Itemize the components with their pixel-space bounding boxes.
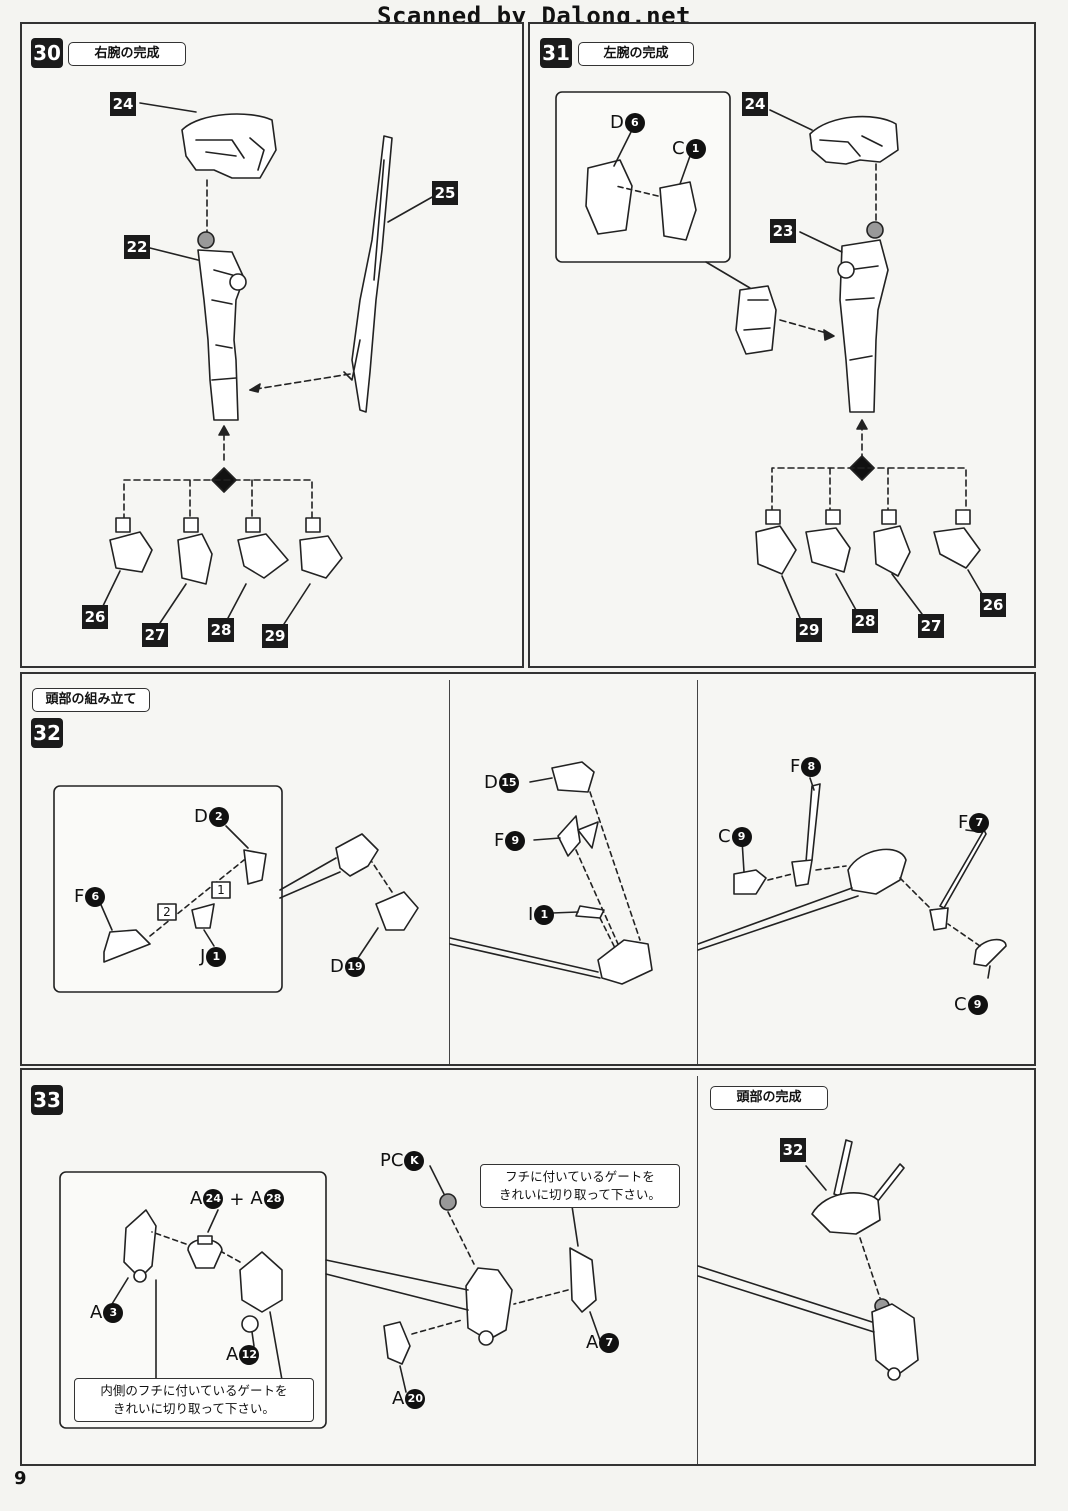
shoulder-armor-part <box>181 113 277 179</box>
part-number-badge: K <box>404 1151 425 1171</box>
part-25-label: 25 <box>432 181 458 205</box>
order-1-label: 1 <box>217 883 225 897</box>
part-23-label: 23 <box>770 219 796 243</box>
panel-divider <box>697 680 698 1064</box>
gate-trim-note: フチに付いているゲートを きれいに切り取って下さい。 <box>480 1164 680 1208</box>
hand-parts <box>109 517 343 585</box>
part-number-badge: 7 <box>969 813 990 833</box>
arm-part <box>837 239 889 413</box>
part-29-label: 29 <box>796 618 822 642</box>
step-32-number: 32 <box>31 718 63 748</box>
joint-ball <box>439 1193 457 1211</box>
armor-plate-part <box>735 285 777 355</box>
part-24-label: 24 <box>742 92 768 116</box>
part-number-badge: 28 <box>263 1189 284 1209</box>
part-28-label: 28 <box>208 618 234 642</box>
part-26-label: 26 <box>82 605 108 629</box>
step-31-title: 左腕の完成 <box>578 42 694 66</box>
part-32-label: 32 <box>780 1138 806 1162</box>
part-number-badge: 12 <box>239 1345 260 1365</box>
joint-ball <box>197 231 215 249</box>
step-32-title: 頭部の組み立て <box>32 688 150 712</box>
page-number: 9 <box>14 1468 27 1489</box>
part-number-badge: 1 <box>534 905 555 925</box>
part-number-badge: 6 <box>624 113 645 133</box>
step-31-number: 31 <box>540 38 572 68</box>
part-number-badge: 1 <box>685 139 706 159</box>
part-22-label: 22 <box>124 235 150 259</box>
part-27-label: 27 <box>142 623 168 647</box>
part-number-badge: 24 <box>203 1189 224 1209</box>
sword-part <box>343 135 393 413</box>
part-number-badge: 2 <box>208 807 229 827</box>
part-number-badge: 3 <box>103 1303 124 1323</box>
part-24-label: 24 <box>110 92 136 116</box>
part-number-badge: 20 <box>405 1389 426 1409</box>
part-27-label: 27 <box>918 614 944 638</box>
part-number-badge: 19 <box>344 957 365 977</box>
joint-ball <box>866 221 884 239</box>
part-number-badge: 1 <box>206 947 227 967</box>
step-30-title: 右腕の完成 <box>68 42 186 66</box>
part-number-badge: 9 <box>505 831 526 851</box>
part-number-badge: 15 <box>498 773 519 793</box>
gate-trim-note-inner: 内側のフチに付いているゲートを きれいに切り取って下さい。 <box>74 1378 314 1422</box>
arm-part <box>197 249 247 421</box>
panel-divider <box>697 1076 698 1464</box>
step-33-number: 33 <box>31 1085 63 1115</box>
order-2-label: 2 <box>163 905 171 919</box>
part-number-badge: 9 <box>731 827 752 847</box>
part-number-badge: 9 <box>967 995 988 1015</box>
step-30-number: 30 <box>31 38 63 68</box>
shoulder-armor-part <box>809 115 899 165</box>
part-28-label: 28 <box>852 609 878 633</box>
hand-parts <box>755 509 981 577</box>
part-number-badge: 6 <box>85 887 106 907</box>
part-26-label: 26 <box>980 593 1006 617</box>
part-number-badge: 7 <box>599 1333 620 1353</box>
part-29-label: 29 <box>262 624 288 648</box>
part-number-badge: 8 <box>801 757 822 777</box>
panel-divider <box>449 680 450 1064</box>
head-complete-title: 頭部の完成 <box>710 1086 828 1110</box>
